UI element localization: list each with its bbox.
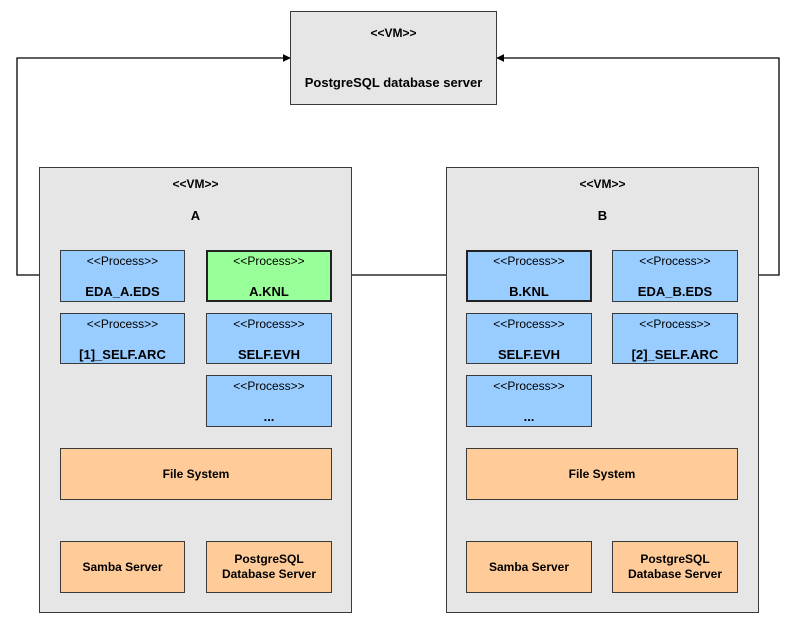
vm-postgresql-server: <<VM>> PostgreSQL database server — [290, 11, 497, 105]
process-stereotype: <<Process>> — [493, 317, 565, 331]
file-system-label: File System — [568, 466, 636, 481]
vm-name: PostgreSQL database server — [304, 75, 483, 90]
postgresql-server-a: PostgreSQL Database Server — [206, 541, 332, 593]
process-2-self-arc: <<Process>> [2]_SELF.ARC — [612, 313, 738, 364]
samba-server-label: Samba Server — [82, 559, 163, 574]
process-stereotype: <<Process>> — [233, 254, 305, 268]
connector-eda-a-to-db — [16, 54, 291, 276]
process-eda-b-eds: <<Process>> EDA_B.EDS — [612, 250, 738, 302]
process-stereotype: <<Process>> — [493, 379, 565, 393]
process-1-self-arc: <<Process>> [1]_SELF.ARC — [60, 313, 185, 364]
process-stereotype: <<Process>> — [233, 317, 305, 331]
samba-server-b: Samba Server — [466, 541, 592, 593]
process-name: [1]_SELF.ARC — [79, 347, 166, 362]
process-stereotype: <<Process>> — [639, 317, 711, 331]
postgresql-label-line2: Database Server — [221, 567, 317, 581]
process-stereotype: <<Process>> — [493, 254, 565, 268]
process-name: EDA_A.EDS — [85, 284, 160, 299]
vm-stereotype: <<VM>> — [579, 177, 626, 191]
process-b-knl: <<Process>> B.KNL — [466, 250, 592, 302]
process-name: [2]_SELF.ARC — [631, 347, 719, 362]
process-name: ... — [263, 409, 275, 424]
samba-server-a: Samba Server — [60, 541, 185, 593]
postgresql-server-b: PostgreSQL Database Server — [612, 541, 738, 593]
process-b-self-evh: <<Process>> SELF.EVH — [466, 313, 592, 364]
file-system-a: File System — [60, 448, 332, 500]
postgresql-label-line2: Database Server — [627, 567, 723, 581]
vm-name: B — [597, 208, 608, 223]
process-name: SELF.EVH — [497, 347, 561, 362]
process-name: ... — [523, 409, 535, 424]
process-a-ellipsis: <<Process>> ... — [206, 375, 332, 427]
vm-stereotype: <<VM>> — [370, 26, 417, 40]
process-name: A.KNL — [249, 284, 289, 299]
process-name: B.KNL — [509, 284, 549, 299]
vm-stereotype: <<VM>> — [172, 177, 219, 191]
process-b-ellipsis: <<Process>> ... — [466, 375, 592, 427]
postgresql-label-line1: PostgreSQL — [234, 552, 304, 566]
process-name: SELF.EVH — [237, 347, 301, 362]
process-stereotype: <<Process>> — [233, 379, 305, 393]
process-a-self-evh: <<Process>> SELF.EVH — [206, 313, 332, 364]
process-stereotype: <<Process>> — [86, 254, 159, 268]
postgresql-label-line1: PostgreSQL — [640, 552, 710, 566]
file-system-b: File System — [466, 448, 738, 500]
vm-name: A — [190, 208, 201, 223]
process-eda-a-eds: <<Process>> EDA_A.EDS — [60, 250, 185, 302]
process-stereotype: <<Process>> — [86, 317, 159, 331]
process-a-knl: <<Process>> A.KNL — [206, 250, 332, 302]
samba-server-label: Samba Server — [488, 559, 570, 574]
process-stereotype: <<Process>> — [639, 254, 711, 268]
process-name: EDA_B.EDS — [637, 284, 713, 299]
file-system-label: File System — [162, 466, 230, 481]
